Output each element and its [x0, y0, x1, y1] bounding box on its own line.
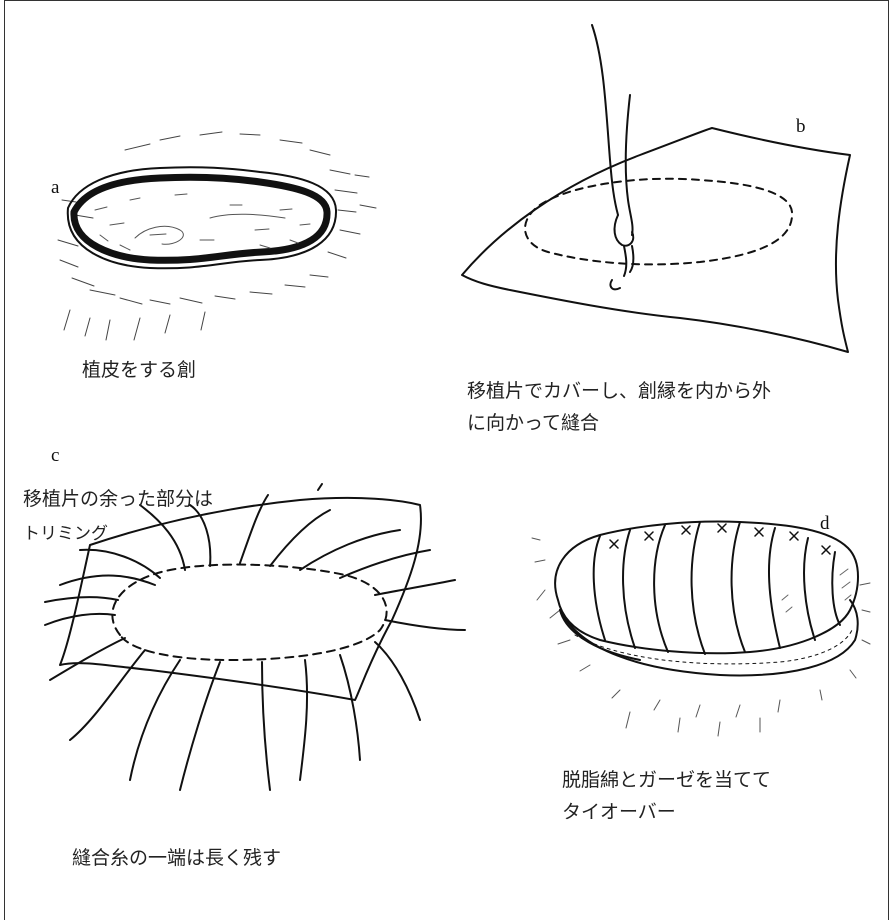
- note-c-line2: トリミング: [23, 518, 108, 550]
- wound-illustration: [58, 132, 376, 340]
- caption-d-line1: 脱脂綿とガーゼを当てて: [562, 764, 771, 796]
- panel-label-d: d: [820, 513, 830, 535]
- sutured-graft-illustration: [45, 484, 465, 790]
- caption-c: 縫合糸の一端は長く残す: [72, 842, 281, 874]
- caption-a: 植皮をする創: [82, 354, 196, 386]
- panel-label-c: c: [51, 445, 59, 467]
- graft-sheet-illustration: [462, 25, 850, 352]
- panel-label-a: a: [51, 177, 59, 199]
- caption-b-line2: に向かって縫合: [467, 407, 599, 439]
- caption-d-line2: タイオーバー: [562, 796, 676, 828]
- panel-label-b: b: [796, 116, 806, 138]
- note-c-line1: 移植片の余った部分は: [23, 483, 213, 515]
- caption-b-line1: 移植片でカバーし、創縁を内から外: [467, 375, 771, 407]
- tie-over-bolster-illustration: [532, 522, 870, 736]
